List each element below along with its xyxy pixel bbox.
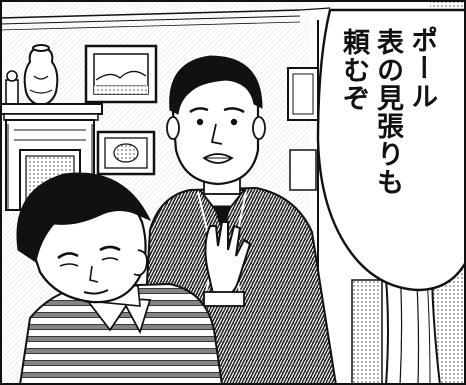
ceiling-molding xyxy=(0,7,331,31)
foreground-young-man xyxy=(16,172,224,385)
landscape-picture xyxy=(84,44,158,104)
fireplace-mantle xyxy=(0,103,103,121)
speech-line-2: 表の見張りも xyxy=(372,28,403,196)
mantle-ornament xyxy=(5,70,19,106)
portrait-picture xyxy=(96,130,156,176)
speech-bubble xyxy=(316,8,466,292)
vase xyxy=(23,44,59,107)
speech-line-1: ポール xyxy=(406,26,437,110)
wall-panel-right xyxy=(287,20,319,385)
speech-line-3: 頼むぞ xyxy=(338,28,369,112)
